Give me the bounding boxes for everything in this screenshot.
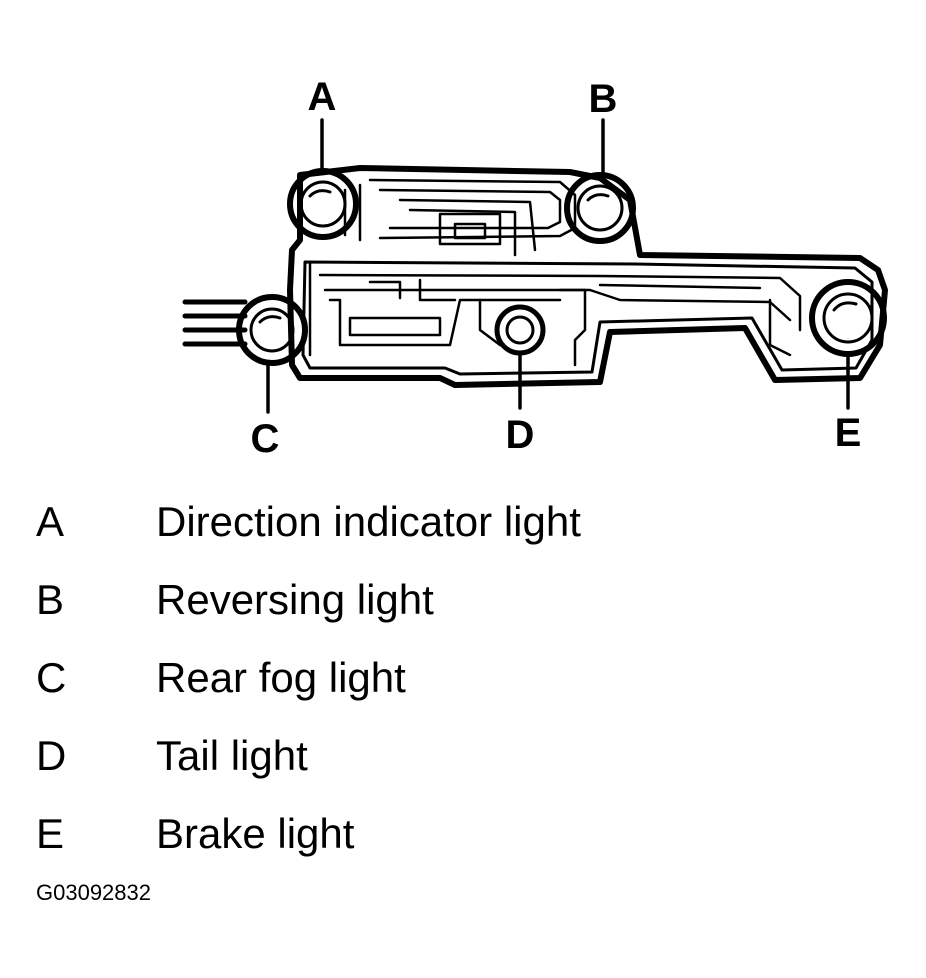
callout-c: C (251, 417, 280, 461)
callout-a: A (308, 75, 337, 119)
legend-key: A (36, 498, 65, 545)
legend-label: Reversing light (156, 576, 434, 623)
callout-e: E (835, 411, 862, 455)
legend-row-a: A Direction indicator light (36, 497, 581, 547)
callout-d: D (506, 413, 535, 457)
holder-outline (287, 165, 888, 388)
figure-code: G03092832 (36, 880, 151, 905)
socket-a (287, 168, 359, 240)
legend-label: Tail light (156, 732, 308, 779)
legend-label: Brake light (156, 810, 355, 857)
callout-b: B (589, 77, 618, 121)
legend-row-d: D Tail light (36, 731, 308, 781)
legend-row-b: B Reversing light (36, 575, 434, 625)
legend-label: Direction indicator light (156, 498, 581, 545)
legend-row-e: E Brake light (36, 809, 354, 859)
socket-c (236, 294, 308, 366)
legend-key: C (36, 654, 67, 701)
socket-b (564, 172, 636, 244)
legend-key: E (36, 810, 65, 857)
legend-label: Rear fog light (156, 654, 406, 701)
leader-lines (266, 118, 850, 414)
connector-pins (182, 299, 248, 347)
socket-e (809, 279, 887, 357)
socket-d (494, 304, 546, 356)
bulb-holder-diagram: A B C D E (182, 75, 888, 461)
legend-key: B (36, 576, 65, 623)
circuit-tracks (308, 178, 802, 367)
legend-key: D (36, 732, 67, 779)
legend-row-c: C Rear fog light (36, 653, 406, 703)
